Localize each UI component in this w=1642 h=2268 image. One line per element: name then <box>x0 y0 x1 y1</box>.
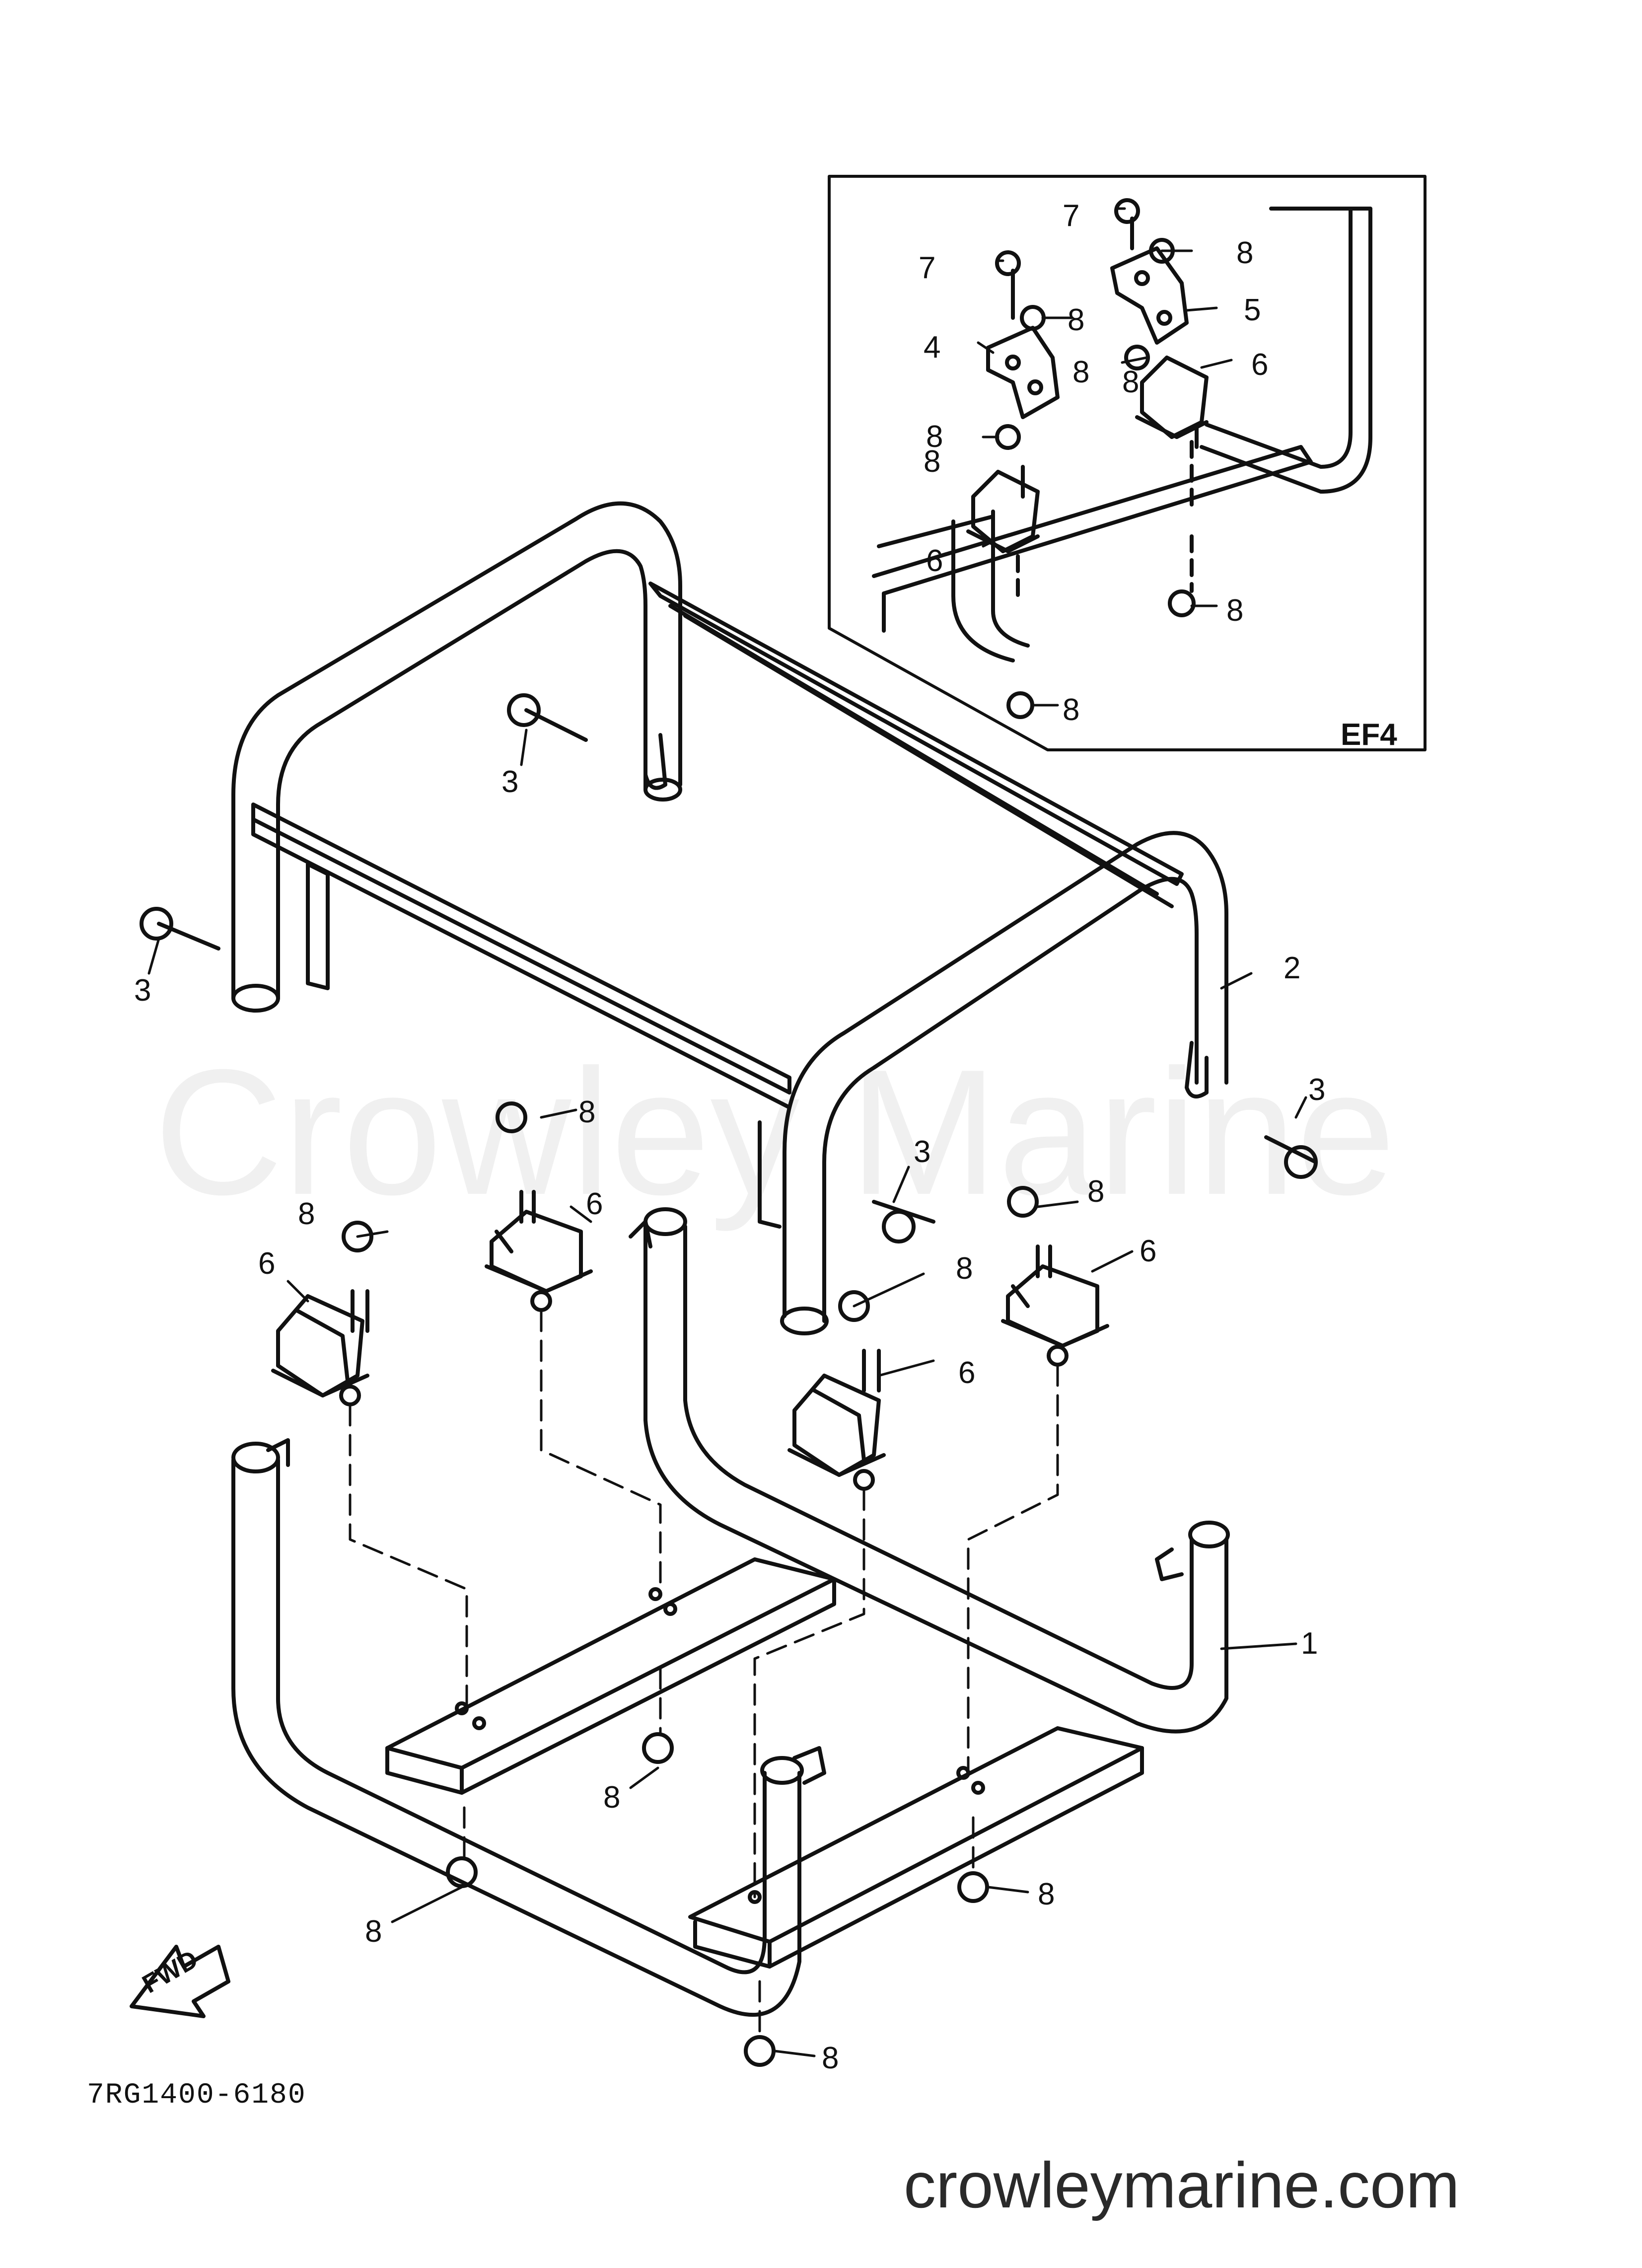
inset-ef4 <box>828 175 1427 751</box>
inset-base-rail <box>872 445 1313 595</box>
callout-8d: 8 <box>926 420 943 454</box>
callout-3a: 3 <box>501 765 518 799</box>
crossbar <box>251 803 791 1095</box>
callouts: 1 2 3 3 3 3 4 5 6 6 6 6 6 6 7 7 8 8 8 8 … <box>134 199 1325 2075</box>
callout-6b: 6 <box>926 544 943 578</box>
callout-8f: 8 <box>1063 693 1079 727</box>
callout-8m: 8 <box>1038 1877 1055 1911</box>
fwd-arrow <box>130 1945 230 2018</box>
base-rail-left <box>385 1557 836 1770</box>
nuts-8 <box>342 1101 1039 2067</box>
callout-8e: 8 <box>1226 593 1243 628</box>
callout-8g: 8 <box>578 1095 595 1129</box>
base-rail-right <box>688 1726 1144 1944</box>
inset-frame-tube <box>1200 207 1373 494</box>
callout-8b: 8 <box>1068 303 1084 337</box>
callout-7b: 7 <box>919 251 935 285</box>
leader-lines <box>147 207 1307 2057</box>
mount-rear-left <box>485 1190 593 1312</box>
bolts-3 <box>140 693 1318 1244</box>
lower-frame-1 <box>231 1207 1230 2017</box>
callout-3d: 3 <box>1308 1073 1325 1107</box>
callout-3b: 3 <box>134 973 151 1008</box>
callout-2: 2 <box>1284 951 1300 985</box>
mount-front-left <box>271 1289 369 1406</box>
callout-8l: 8 <box>365 1914 382 1949</box>
callout-8n: 8 <box>822 2041 839 2075</box>
callout-8c: 8 <box>1072 355 1089 389</box>
inset-mount-left <box>971 470 1040 553</box>
callout-1: 1 <box>1301 1626 1318 1661</box>
callout-4: 4 <box>924 330 940 365</box>
callout-8k: 8 <box>603 1780 620 1815</box>
callout-8p: 8 <box>1122 365 1139 399</box>
footer-url[interactable]: crowleymarine.com <box>904 2149 1460 2221</box>
callout-8j: 8 <box>956 1251 973 1286</box>
callout-7a: 7 <box>1063 199 1079 233</box>
callout-6a: 6 <box>1251 348 1268 382</box>
callout-6f: 6 <box>958 1356 975 1390</box>
callout-8o: 8 <box>924 444 940 479</box>
callout-8a: 8 <box>1236 236 1253 270</box>
part-number: 7RG1400-6180 <box>87 2079 306 2112</box>
callout-8i: 8 <box>1087 1174 1104 1209</box>
callout-6c: 6 <box>586 1187 603 1221</box>
inset-label: EF4 <box>1341 718 1397 752</box>
callout-5: 5 <box>1244 293 1261 327</box>
alignment-lines <box>349 1310 1059 2038</box>
callout-6e: 6 <box>1140 1234 1156 1268</box>
callout-8h: 8 <box>298 1197 315 1231</box>
bracket-4 <box>986 326 1060 419</box>
upper-frame-2 <box>231 501 1228 1335</box>
inset-mount-right <box>1140 356 1209 439</box>
mount-rear-right <box>1001 1244 1109 1367</box>
inset-border <box>828 175 1427 751</box>
bracket-5 <box>1110 246 1189 345</box>
callout-6d: 6 <box>258 1246 275 1281</box>
callout-3c: 3 <box>914 1135 930 1169</box>
mount-front-right <box>787 1349 886 1491</box>
